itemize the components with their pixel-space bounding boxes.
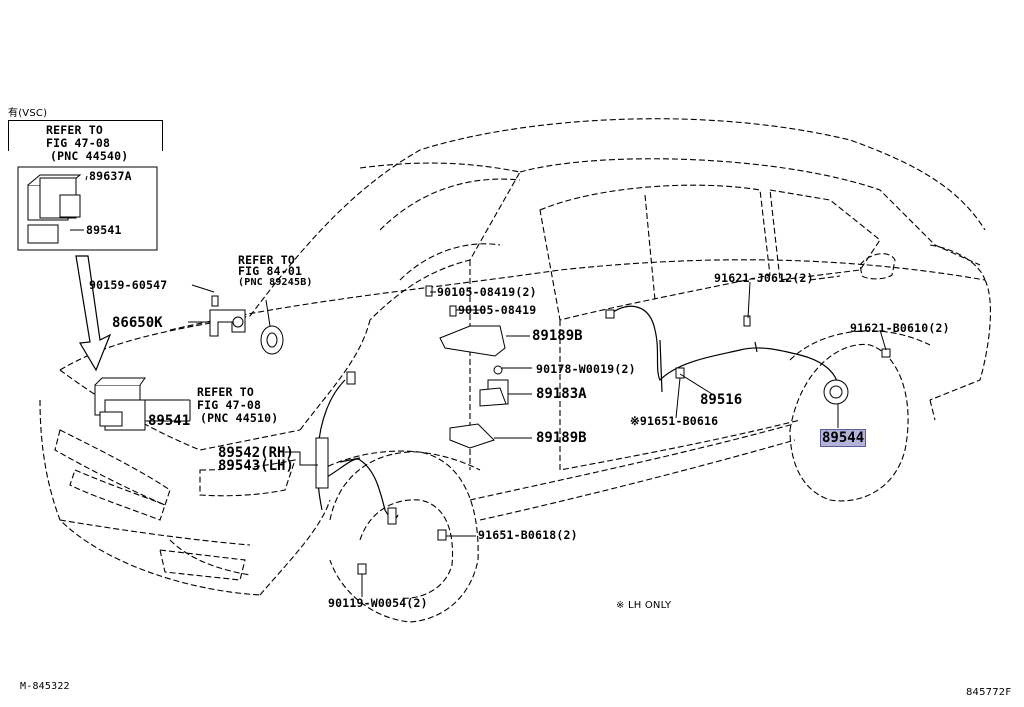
refer-left-line2: FIG 47-08 — [197, 398, 262, 412]
footer-right-code: 845772F — [966, 687, 1012, 698]
part-90119-W0054[interactable]: 90119-W0054(2) — [328, 596, 428, 610]
part-89637A[interactable]: 89637A — [89, 169, 132, 183]
refer-top-line2: FIG 47-08 — [46, 136, 111, 150]
part-90105-08419-2[interactable]: 90105-08419(2) — [437, 285, 537, 299]
part-89189B-no2[interactable]: 89189B — [532, 328, 583, 344]
refer-mid-line2: FIG 84-01 — [238, 264, 303, 278]
part-89183A[interactable]: 89183A — [536, 386, 587, 402]
refer-left-line3: (PNC 44510) — [200, 411, 279, 425]
footer-left-code: M-845322 — [20, 681, 70, 692]
part-89541-main[interactable]: 89541 — [148, 413, 191, 429]
part-90178-W0019[interactable]: 90178-W0019(2) — [536, 362, 636, 376]
part-89516[interactable]: 89516 — [700, 392, 743, 408]
part-91621-B0610[interactable]: 91621-B0610(2) — [850, 321, 950, 335]
refer-box-top — [8, 120, 163, 151]
part-90159-60547[interactable]: 90159-60547 — [89, 278, 168, 292]
part-91651-B0616[interactable]: ※91651-B0616 — [630, 414, 719, 428]
part-89541-top[interactable]: 89541 — [86, 223, 122, 237]
part-86650K[interactable]: 86650K — [112, 315, 163, 331]
part-91651-B0618[interactable]: 91651-B0618(2) — [478, 528, 578, 542]
part-89542[interactable]: 89542(RH) — [218, 445, 294, 461]
part-89543[interactable]: 89543(LH) — [218, 458, 294, 474]
refer-top-line3: (PNC 44540) — [50, 149, 129, 163]
vsc-note: 有(VSC) — [8, 108, 48, 119]
refer-top-line1: REFER TO — [46, 123, 103, 137]
part-91621-J0612[interactable]: 91621-J0612(2) — [714, 271, 814, 285]
part-89189B-no1[interactable]: 89189B — [536, 430, 587, 446]
part-89544-highlighted[interactable]: 89544 — [820, 429, 867, 447]
refer-left-line1: REFER TO — [197, 385, 254, 399]
refer-mid-line1: REFER TO — [238, 253, 295, 267]
part-90105-08419[interactable]: 90105-08419 — [458, 303, 537, 317]
refer-mid-line3: (PNC 89245B) — [238, 277, 313, 288]
lh-only-note: ※ LH ONLY — [616, 600, 672, 611]
